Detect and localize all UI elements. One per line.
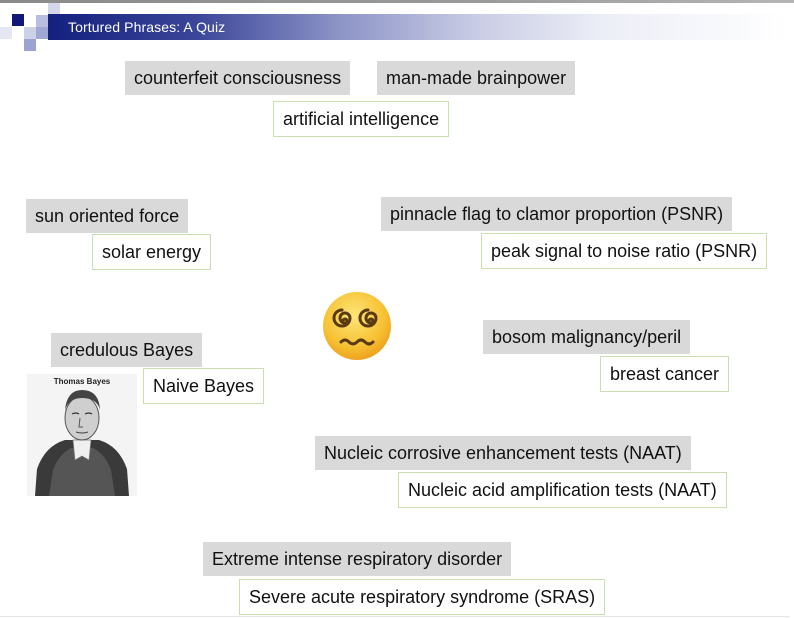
answer-phrase: Nucleic acid amplification tests (NAAT) xyxy=(398,472,727,508)
thomas-bayes-portrait: Thomas Bayes xyxy=(27,374,137,496)
tortured-phrase: Extreme intense respiratory disorder xyxy=(203,542,512,576)
answer-phrase: breast cancer xyxy=(600,356,730,392)
answer-phrase: Naive Bayes xyxy=(143,368,265,404)
title-bar xyxy=(48,14,788,40)
face-with-spiral-eyes-icon xyxy=(323,292,391,360)
top-rule xyxy=(0,0,794,3)
tortured-phrase: bosom malignancy/peril xyxy=(483,320,691,354)
answer-phrase: artificial intelligence xyxy=(273,101,450,137)
decorative-square xyxy=(0,27,12,39)
tortured-phrase: sun oriented force xyxy=(26,199,189,233)
decorative-square xyxy=(36,27,48,39)
tortured-phrase: Nucleic corrosive enhancement tests (NAA… xyxy=(315,436,691,470)
answer-phrase: Severe acute respiratory syndrome (SRAS) xyxy=(239,579,606,615)
tortured-phrase: man-made brainpower xyxy=(377,61,576,95)
decorative-square xyxy=(12,14,24,26)
tortured-phrase: counterfeit consciousness xyxy=(125,61,351,95)
decorative-square xyxy=(48,3,60,15)
portrait-caption: Thomas Bayes xyxy=(53,377,111,386)
tortured-phrase: pinnacle flag to clamor proportion (PSNR… xyxy=(381,197,733,231)
answer-phrase: solar energy xyxy=(92,234,212,270)
bottom-rule xyxy=(0,616,790,617)
decorative-square xyxy=(24,27,36,39)
decorative-square xyxy=(24,39,36,51)
slide-title: Tortured Phrases: A Quiz xyxy=(68,19,226,35)
answer-phrase: peak signal to noise ratio (PSNR) xyxy=(481,233,768,269)
portrait-engraving xyxy=(35,390,129,496)
tortured-phrase: credulous Bayes xyxy=(51,333,203,367)
decorative-square xyxy=(36,15,48,27)
